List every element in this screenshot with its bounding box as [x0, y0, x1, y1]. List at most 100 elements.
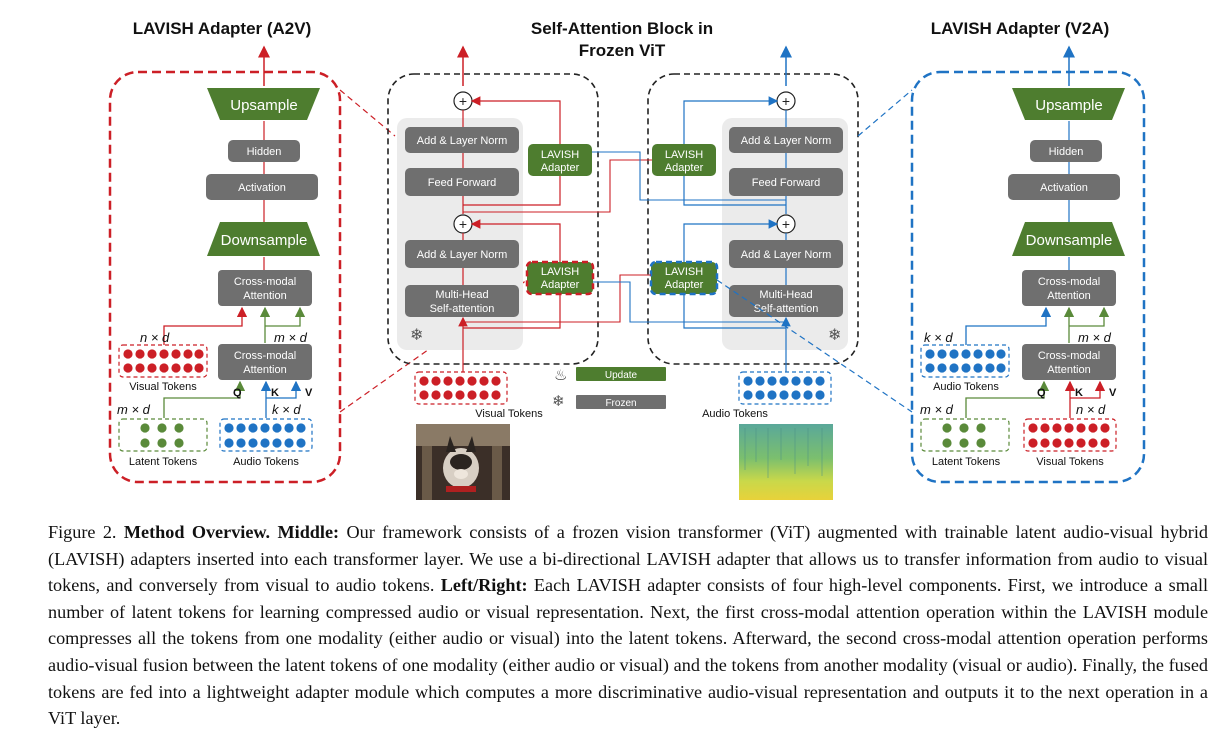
svg-text:LAVISH: LAVISH: [541, 266, 579, 278]
svg-text:Adapter: Adapter: [665, 162, 704, 174]
svg-text:V: V: [1109, 387, 1117, 399]
hidden-block: [228, 140, 300, 162]
caption-middle-label: Middle:: [277, 522, 340, 542]
svg-text:Hidden: Hidden: [247, 146, 282, 158]
feed-forward-v: [405, 168, 519, 196]
cross-modal-attention-top: [218, 270, 312, 306]
upsample-block: [1012, 88, 1125, 120]
downsample-block: [207, 222, 320, 256]
lavish-adapter-a-top: [652, 144, 716, 176]
activation-block: [206, 174, 318, 200]
a2v-adapter-panel: Upsample Hidden Activation Downsample Cr…: [108, 45, 342, 484]
svg-text:Add & Layer Norm: Add & Layer Norm: [417, 135, 507, 147]
feed-forward-a: [729, 168, 843, 196]
downsample-label: Downsample: [221, 232, 308, 249]
svg-text:Multi-Head: Multi-Head: [759, 289, 812, 301]
upsample-label: Upsample: [230, 97, 298, 114]
svg-text:LAVISH: LAVISH: [665, 149, 703, 161]
svg-text:Attention: Attention: [243, 290, 286, 302]
legend: ♨ Update ❄ Frozen: [552, 367, 666, 410]
svg-text:Activation: Activation: [238, 182, 286, 194]
add-layer-norm-a2: [729, 240, 843, 268]
caption-method-overview: Method Overview.: [123, 522, 271, 542]
title-center-line1: Self-Attention Block in: [531, 19, 713, 38]
mhsa-v: [405, 285, 519, 317]
svg-text:+: +: [459, 93, 467, 109]
svg-text:n × d: n × d: [140, 330, 170, 345]
activation-block: [1008, 174, 1120, 200]
vit-block-audio: + Add & Layer Norm Feed Forward + Add & …: [647, 45, 859, 372]
svg-text:Hidden: Hidden: [1049, 146, 1084, 158]
svg-text:Update: Update: [605, 370, 638, 381]
snowflake-icon: ❄: [552, 393, 565, 410]
snowflake-icon: ❄: [828, 327, 841, 344]
audio-tokens-center: Audio Tokens: [702, 371, 832, 420]
svg-text:m × d: m × d: [920, 402, 954, 417]
svg-text:LAVISH: LAVISH: [541, 149, 579, 161]
audio-tokens-v2a: [920, 344, 1010, 378]
input-image-dog: [416, 424, 510, 500]
svg-text:Activation: Activation: [1040, 182, 1088, 194]
svg-text:Upsample: Upsample: [1035, 97, 1103, 114]
svg-text:Cross-modal: Cross-modal: [1038, 350, 1100, 362]
svg-text:+: +: [782, 93, 790, 109]
svg-text:V: V: [305, 387, 313, 399]
svg-text:m × d: m × d: [117, 402, 151, 417]
svg-text:Cross-modal: Cross-modal: [234, 350, 296, 362]
mhsa-a: [729, 285, 843, 317]
fire-icon: ♨: [554, 367, 567, 384]
svg-text:Q: Q: [1037, 387, 1046, 399]
caption-fig-label: Figure 2.: [48, 522, 117, 542]
visual-tokens-center: Visual Tokens: [414, 371, 543, 420]
svg-text:Visual Tokens: Visual Tokens: [129, 381, 197, 393]
svg-text:Adapter: Adapter: [541, 162, 580, 174]
v2a-adapter-panel: Upsample Hidden Activation Downsample Cr…: [910, 45, 1146, 484]
svg-text:+: +: [459, 216, 467, 232]
snowflake-icon: ❄: [410, 327, 423, 344]
svg-text:k × d: k × d: [272, 402, 301, 417]
svg-text:+: +: [782, 216, 790, 232]
svg-text:Cross-modal: Cross-modal: [1038, 276, 1100, 288]
add-layer-norm-v1: [405, 127, 519, 153]
svg-text:Attention: Attention: [1047, 290, 1090, 302]
svg-text:Cross-modal: Cross-modal: [234, 276, 296, 288]
svg-text:Feed Forward: Feed Forward: [428, 177, 496, 189]
add-layer-norm-a1: [729, 127, 843, 153]
lavish-adapter-v-top: [528, 144, 592, 176]
visual-tokens-a2v: [118, 344, 208, 378]
svg-text:Self-attention: Self-attention: [430, 303, 495, 315]
svg-text:Add & Layer Norm: Add & Layer Norm: [417, 249, 507, 261]
svg-text:Audio Tokens: Audio Tokens: [233, 456, 299, 468]
svg-text:Audio Tokens: Audio Tokens: [702, 408, 768, 420]
svg-text:K: K: [1075, 387, 1083, 399]
title-center-line2: Frozen ViT: [579, 41, 666, 60]
svg-text:Multi-Head: Multi-Head: [435, 289, 488, 301]
cross-modal-attention-bottom: [1022, 344, 1116, 380]
method-overview-figure: LAVISH Adapter (A2V) Self-Attention Bloc…: [108, 19, 1146, 500]
svg-text:Frozen: Frozen: [605, 398, 636, 409]
add-layer-norm-v2: [405, 240, 519, 268]
hidden-block: [1030, 140, 1102, 162]
latent-tokens-v2a: [920, 418, 1010, 452]
vit-block-visual: + Add & Layer Norm Feed Forward + Add & …: [387, 45, 599, 372]
svg-text:Downsample: Downsample: [1026, 232, 1113, 249]
svg-text:Visual Tokens: Visual Tokens: [475, 408, 543, 420]
svg-text:Add & Layer Norm: Add & Layer Norm: [741, 135, 831, 147]
svg-text:k × d: k × d: [924, 330, 953, 345]
svg-text:LAVISH: LAVISH: [665, 266, 703, 278]
audio-tokens-a2v: [219, 418, 313, 452]
svg-text:Latent Tokens: Latent Tokens: [129, 456, 198, 468]
svg-text:m × d: m × d: [1078, 330, 1112, 345]
downsample-block: [1012, 222, 1125, 256]
svg-text:Attention: Attention: [1047, 364, 1090, 376]
figure-caption: Figure 2. Method Overview. Middle: Our f…: [48, 522, 1209, 729]
svg-text:Adapter: Adapter: [665, 279, 704, 291]
svg-text:K: K: [271, 387, 279, 399]
svg-text:Visual Tokens: Visual Tokens: [1036, 456, 1104, 468]
legend-frozen-swatch: [576, 395, 666, 409]
svg-text:Q: Q: [233, 387, 242, 399]
cross-modal-attention-top: [1022, 270, 1116, 306]
svg-text:Latent Tokens: Latent Tokens: [932, 456, 1001, 468]
svg-text:m × d: m × d: [274, 330, 308, 345]
latent-tokens-a2v: [118, 418, 208, 452]
